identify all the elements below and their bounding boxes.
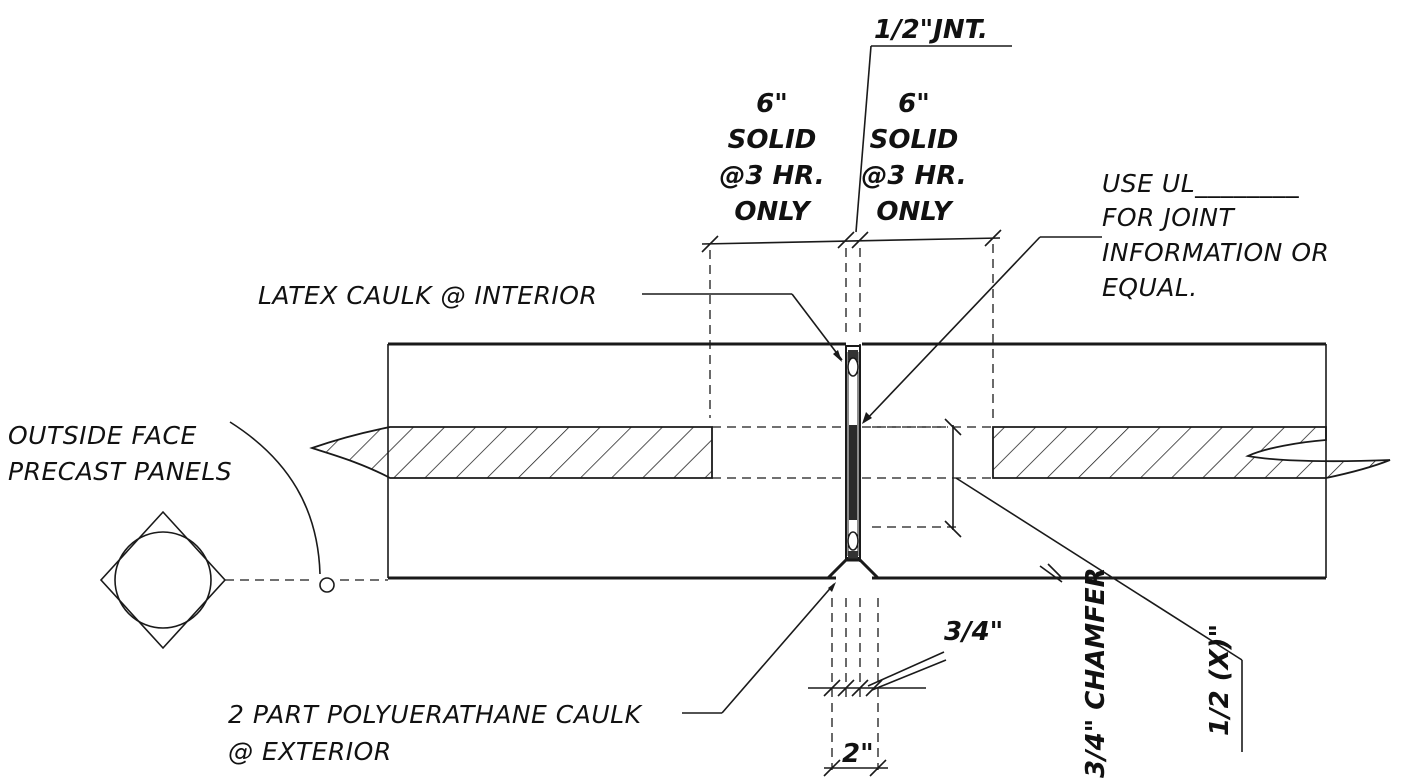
joint-assembly	[826, 345, 880, 580]
svg-text:2 PART POLYUERATHANE CAULK: 2 PART POLYUERATHANE CAULK	[228, 700, 644, 729]
svg-text:6": 6"	[898, 89, 930, 119]
svg-text:SOLID: SOLID	[728, 125, 817, 155]
svg-text:@3 HR.: @3 HR.	[861, 161, 966, 191]
use-ul-note: USE UL________ FOR JOINT INFORMATION OR …	[1102, 169, 1329, 302]
right-solid-dim: 6" SOLID @3 HR. ONLY	[861, 89, 966, 227]
half-x-dimension	[944, 418, 1243, 752]
chamfer-leader	[1039, 563, 1063, 583]
top-dimension-line	[701, 229, 1002, 253]
latex-caulk-bead	[848, 350, 858, 360]
svg-text:ONLY: ONLY	[876, 197, 954, 227]
note-leaders	[642, 236, 1102, 714]
backer-rod-bottom	[847, 531, 859, 551]
hatched-sections	[309, 426, 1391, 479]
fire-joint-material	[849, 425, 857, 520]
svg-text:INFORMATION OR: INFORMATION OR	[1102, 238, 1329, 267]
bottom-dimension-2	[823, 759, 888, 777]
chamfer-label: 3/4" CHAMFER	[1081, 567, 1111, 778]
svg-text:6": 6"	[756, 89, 788, 119]
svg-text:@ EXTERIOR: @ EXTERIOR	[228, 737, 392, 766]
svg-text:@3 HR.: @3 HR.	[719, 161, 824, 191]
polyurethane-caulk-bead	[848, 551, 858, 560]
two-inch-dim-label: 2"	[842, 739, 874, 769]
svg-text:FOR JOINT: FOR JOINT	[1102, 203, 1236, 232]
bottom-dimension-3-4	[808, 651, 947, 697]
svg-text:ONLY: ONLY	[734, 197, 812, 227]
latex-caulk-note: LATEX CAULK @ INTERIOR	[258, 281, 597, 310]
svg-text:OUTSIDE FACE: OUTSIDE FACE	[8, 421, 197, 450]
svg-text:SOLID: SOLID	[870, 125, 959, 155]
svg-text:PRECAST PANELS: PRECAST PANELS	[8, 457, 232, 486]
outside-face-note: OUTSIDE FACE PRECAST PANELS	[8, 421, 232, 486]
svg-text:EQUAL.: EQUAL.	[1102, 273, 1198, 302]
poly-caulk-note: 2 PART POLYUERATHANE CAULK @ EXTERIOR	[228, 700, 644, 766]
left-solid-dim: 6" SOLID @3 HR. ONLY	[719, 89, 824, 227]
extension-lines	[709, 244, 994, 770]
joint-dim-label: 1/2"JNT.	[874, 15, 988, 45]
joint-dim-leader	[855, 45, 872, 233]
outside-face-symbol	[99, 421, 388, 650]
svg-text:USE UL________: USE UL________	[1102, 169, 1299, 198]
half-x-label: 1/2 (X)"	[1205, 624, 1235, 736]
backer-rod-top	[847, 357, 859, 377]
three-quarter-dim-label: 3/4"	[944, 617, 1003, 647]
